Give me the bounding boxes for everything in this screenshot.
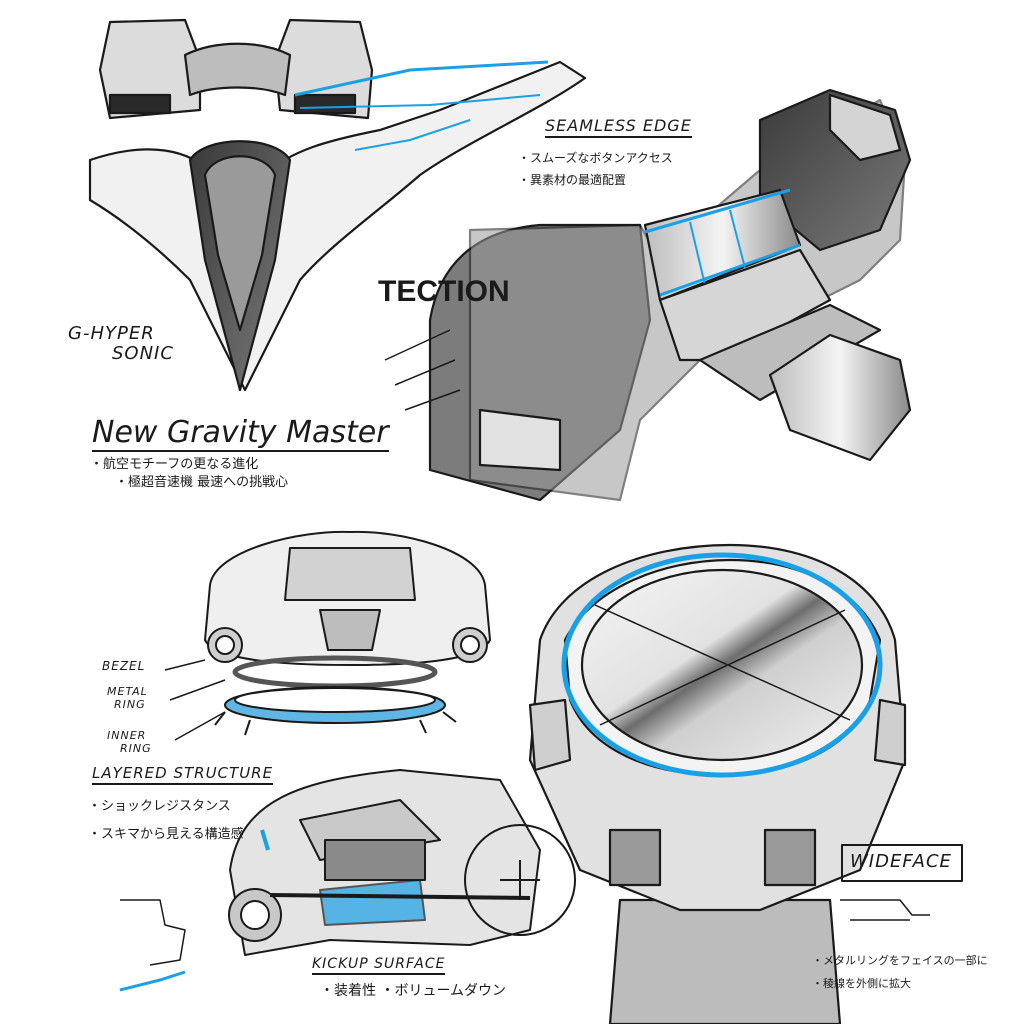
- inner-ring-label-line1: INNER: [107, 729, 147, 742]
- new-gravity-master-title: New Gravity Master: [92, 415, 389, 452]
- protection-case-text: TECTION: [378, 275, 510, 308]
- g-hyper-label-line1: G-HYPER: [68, 323, 155, 344]
- metal-ring-label-line2: RING: [114, 698, 146, 711]
- sketch-wideface-watch: [528, 543, 963, 1024]
- inner-ring-label-line2: RING: [120, 742, 152, 755]
- sketch-hyper-sonic-top-view: [88, 18, 587, 392]
- seamless-edge-title: SEAMLESS EDGE: [545, 118, 692, 138]
- layered-bullet-1: ・ショックレジスタンス: [88, 799, 231, 814]
- ngm-bullet-2: ・極超音速機 最速への挑戦心: [115, 475, 289, 490]
- bezel-label: BEZEL: [102, 659, 146, 673]
- sketch-seamless-edge-closeup: [384, 88, 912, 502]
- kickup-surface-title: KICKUP SURFACE: [312, 957, 446, 975]
- sketch-kickup-surface-side: [119, 769, 576, 992]
- metal-ring-label-line1: METAL: [107, 685, 148, 698]
- wideface-bullet-1: ・メタルリングをフェイスの一部に: [812, 954, 988, 967]
- layered-structure-title: LAYERED STRUCTURE: [92, 766, 274, 785]
- ngm-bullet-1: ・航空モチーフの更なる進化: [90, 457, 259, 472]
- wideface-bullet-2: ・稜線を外側に拡大: [812, 977, 911, 990]
- wideface-title: WIDEFACE: [850, 851, 952, 872]
- seamless-bullet-2: ・異素材の最適配置: [518, 173, 627, 187]
- kickup-bullet: ・装着性 ・ボリュームダウン: [320, 983, 507, 999]
- seamless-bullet-1: ・スムーズなボタンアクセス: [518, 151, 673, 165]
- layered-bullet-2: ・スキマから見える構造感: [88, 827, 244, 842]
- sketch-exploded-layered-structure: [164, 530, 491, 741]
- g-hyper-label-line2: SONIC: [112, 343, 174, 364]
